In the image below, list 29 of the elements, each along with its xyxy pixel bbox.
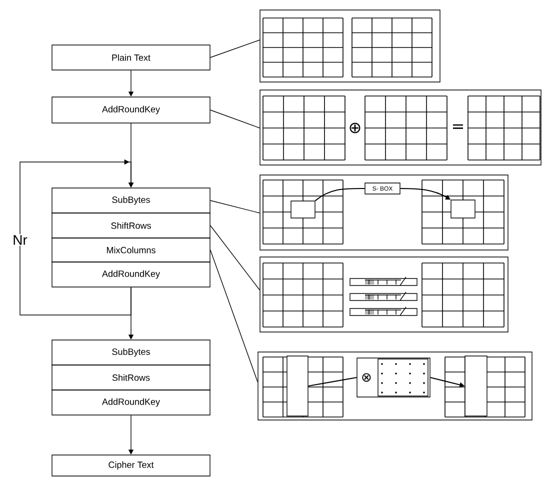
process-box: Plain Text	[52, 44, 210, 70]
process-box: AddRoundKey	[52, 96, 210, 124]
leader-line	[210, 200, 260, 214]
process-box: SubBytes	[52, 340, 210, 366]
column-highlight	[464, 356, 488, 416]
leader-line	[210, 110, 260, 128]
process-box: AddRoundKey	[52, 390, 210, 416]
process-box: SubBytes	[52, 188, 210, 214]
leader-line	[210, 40, 260, 58]
cell-highlight	[290, 200, 316, 218]
edge-label: Nr	[12, 234, 28, 246]
matrix-panel	[260, 256, 508, 332]
process-box: MixColumns	[52, 238, 210, 262]
cell-highlight	[450, 200, 476, 218]
operator-symbol: =	[453, 124, 463, 129]
process-box: ShitRows	[52, 364, 210, 390]
loop-arrow	[20, 159, 134, 316]
leader-line	[210, 225, 260, 290]
operator-symbol: ⊕	[350, 122, 360, 134]
column-highlight	[286, 356, 308, 416]
process-box: AddRoundKey	[52, 262, 210, 288]
matrix-panel	[260, 90, 542, 166]
process-box: ShiftRows	[52, 212, 210, 238]
matrix-panel	[258, 352, 532, 420]
matrix-panel	[260, 10, 440, 82]
process-box: Cipher Text	[52, 454, 210, 476]
matrix-panel	[260, 174, 508, 250]
matrix-multiply-box: ⊗	[356, 358, 430, 398]
leader-line	[210, 250, 258, 382]
